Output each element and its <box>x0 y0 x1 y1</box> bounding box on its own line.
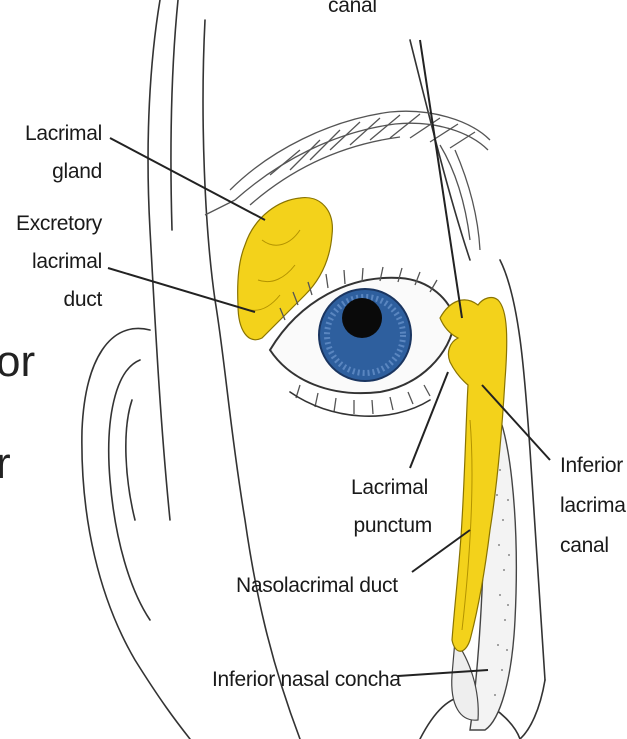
label-excretory-duct-line-1: Excretory <box>16 212 103 235</box>
eyebrow <box>205 111 490 250</box>
side-fragment-line-1: or <box>0 337 35 386</box>
label-lacrimal-gland-line-1: Lacrimal <box>25 122 102 145</box>
label-inferior-lacrimal-canal-line-1: Inferior <box>560 454 623 477</box>
label-inferior-nasal-concha: Inferior nasal concha <box>212 668 401 691</box>
label-top-canal: canal <box>328 0 377 17</box>
ear-outline <box>82 328 190 739</box>
label-nasolacrimal-duct: Nasolacrimal duct <box>236 574 398 597</box>
label-inferior-lacrimal-canal-line-3: canal <box>560 534 609 557</box>
label-excretory-duct-line-2: lacrimal <box>32 250 102 273</box>
label-excretory-duct-line-3: duct <box>64 288 103 311</box>
label-inferior-lacrimal-canal-line-2: lacrimal <box>560 494 627 517</box>
side-fragment-line-2: r <box>0 439 11 488</box>
label-lacrimal-punctum-line-1: Lacrimal <box>351 476 428 499</box>
label-lacrimal-gland-line-2: gland <box>52 160 102 183</box>
pupil <box>342 298 382 338</box>
label-lacrimal-punctum-line-2: punctum <box>354 514 432 537</box>
